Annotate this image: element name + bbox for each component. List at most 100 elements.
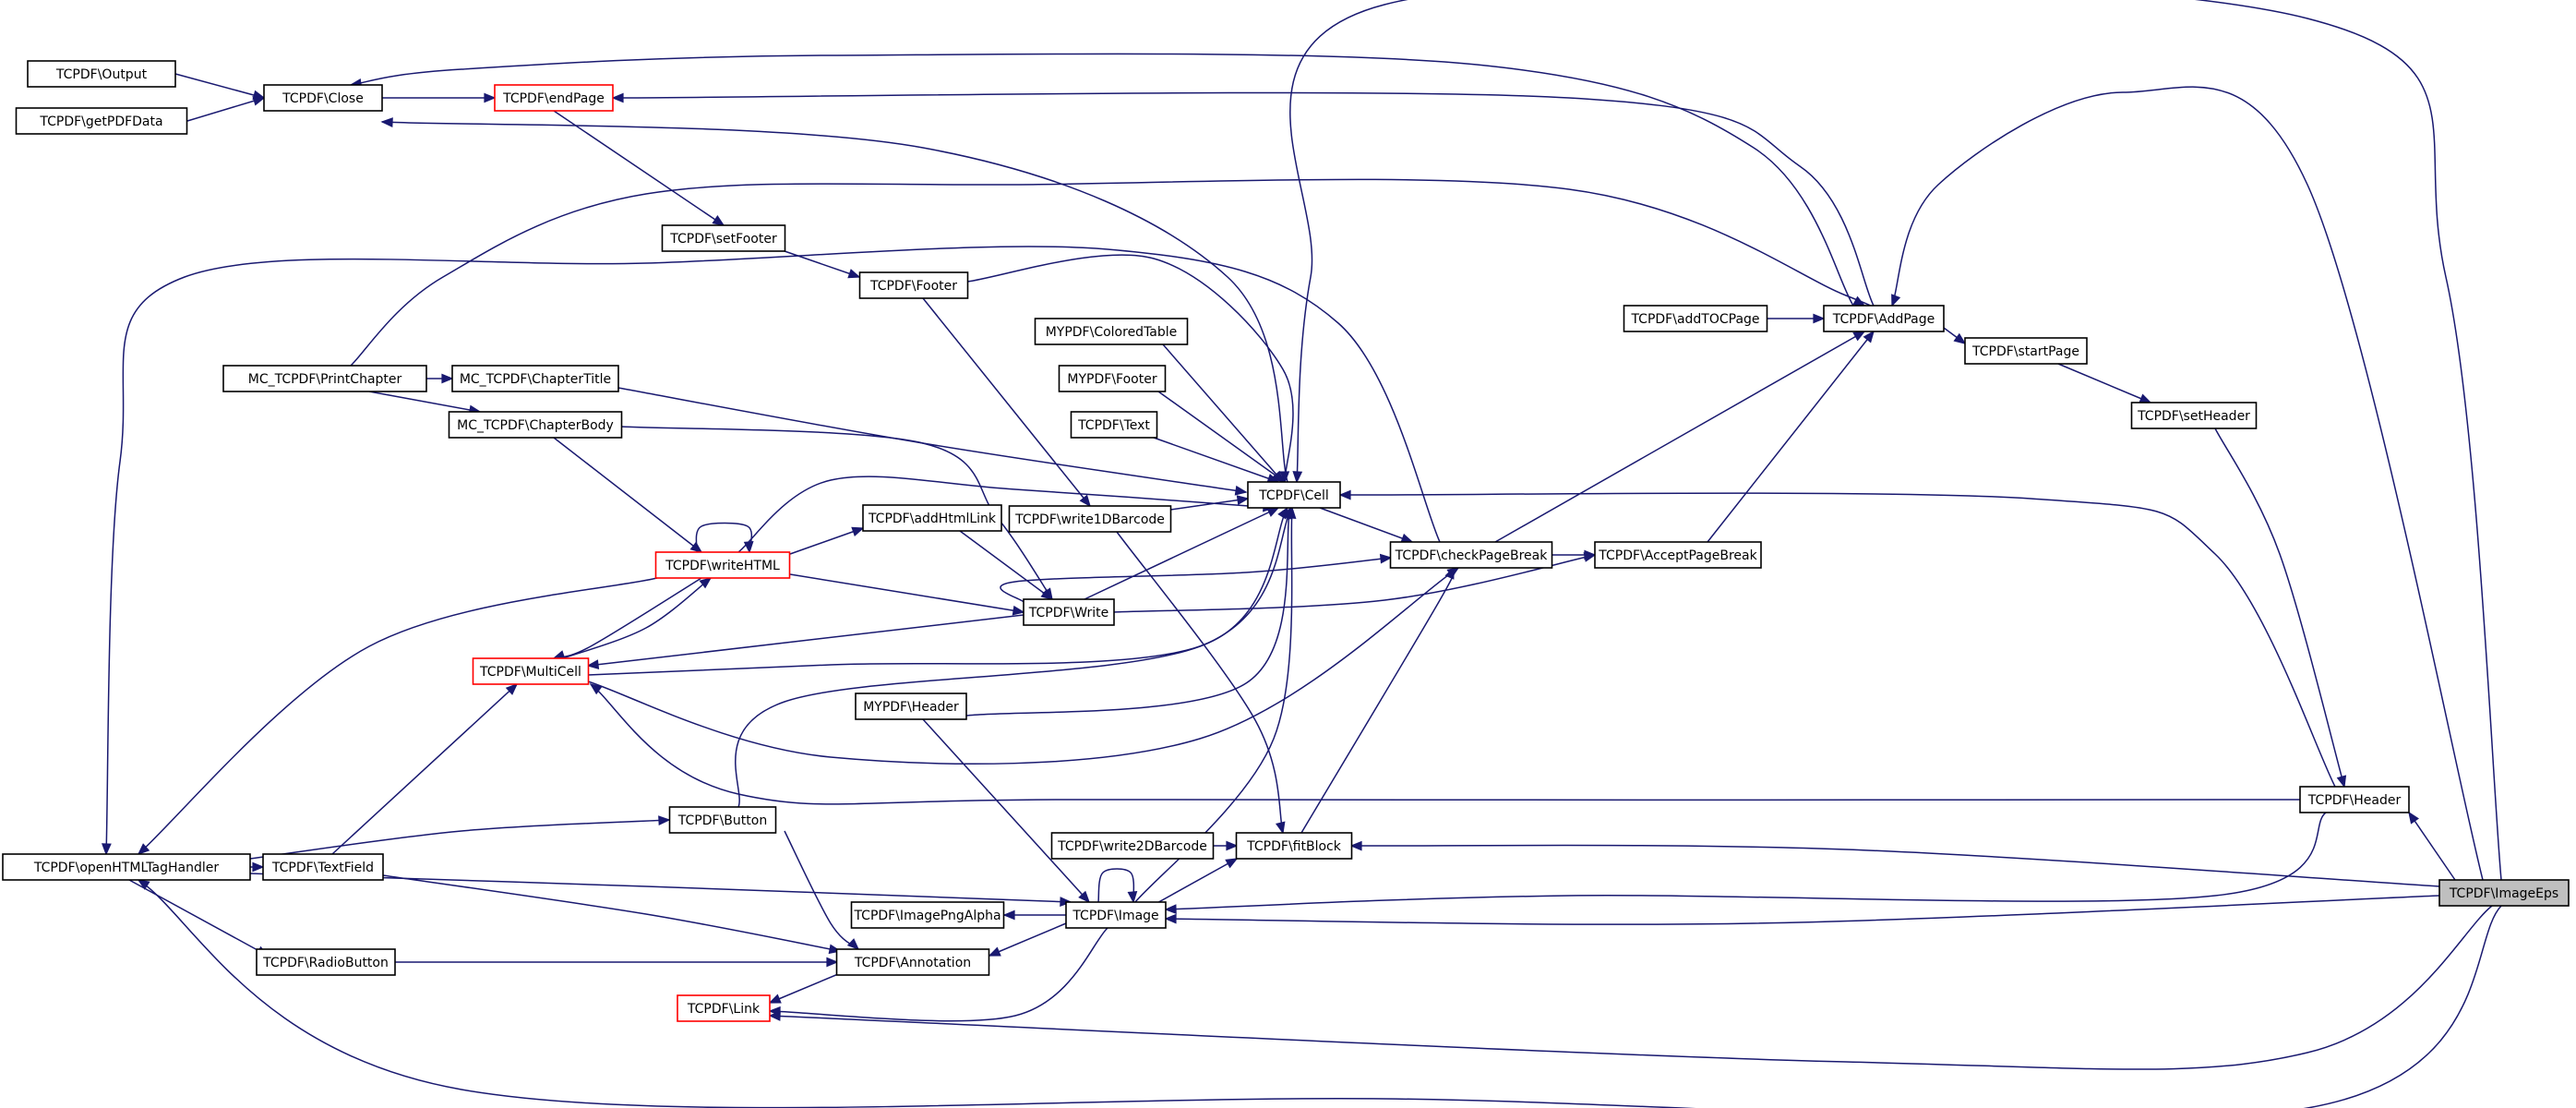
node-box xyxy=(1008,505,1172,533)
edge-header-to-multicell xyxy=(589,683,2301,805)
node-output[interactable]: TCPDF\Output xyxy=(27,60,176,88)
node-label: MYPDF\ColoredTable xyxy=(1046,325,1178,340)
edge-line xyxy=(553,437,702,553)
node-text[interactable]: TCPDF\Text xyxy=(1070,411,1158,439)
edge-multicell-to-cell xyxy=(587,506,1288,676)
node-label: MYPDF\Header xyxy=(863,700,959,715)
node-textfield[interactable]: TCPDF\TextField xyxy=(262,853,384,881)
node-label: TCPDF\RadioButton xyxy=(262,956,389,970)
edge-line xyxy=(590,683,2301,805)
edge-line xyxy=(1319,507,1413,543)
node-addtocpage[interactable]: TCPDF\addTOCPage xyxy=(1623,305,1768,332)
node-cell[interactable]: TCPDF\Cell xyxy=(1247,481,1341,509)
node-write1dbarcode[interactable]: TCPDF\write1DBarcode xyxy=(1008,505,1172,533)
edge-multicell-to-writehtml xyxy=(562,577,713,659)
arrowhead xyxy=(137,843,150,856)
node-mypdf_header[interactable]: MYPDF\Header xyxy=(855,692,967,720)
node-write[interactable]: TCPDF\Write xyxy=(1023,598,1115,626)
node-label: TCPDF\TextField xyxy=(271,861,374,875)
edge-writehtml-to-write xyxy=(789,573,1025,616)
node-label: TCPDF\fitBlock xyxy=(1246,839,1342,854)
node-addhtmllink[interactable]: TCPDF\addHtmlLink xyxy=(862,504,1002,532)
edge-mypdf_header-to-image xyxy=(922,718,1091,904)
node-button[interactable]: TCPDF\Button xyxy=(668,806,777,834)
arrowhead xyxy=(137,879,150,890)
node-label: TCPDF\AddPage xyxy=(1832,312,1935,327)
node-header[interactable]: TCPDF\Header xyxy=(2299,786,2410,813)
edge-addhtmllink-to-write xyxy=(959,530,1054,600)
node-acceptpagebreak[interactable]: TCPDF\AcceptPageBreak xyxy=(1594,541,1762,569)
edge-line xyxy=(965,507,1291,717)
edge-write-to-multicell xyxy=(586,614,1024,670)
node-footer[interactable]: TCPDF\Footer xyxy=(858,271,969,299)
edge-footer-to-write1dbarcode xyxy=(922,297,1091,508)
edge-header-to-cell xyxy=(1338,489,2336,788)
arrowhead xyxy=(768,994,782,1004)
edge-write1dbarcode-to-fitblock xyxy=(1116,531,1286,835)
node-imageeps[interactable]: TCPDF\ImageEps xyxy=(2438,879,2570,907)
node-mypdf_coloredtable[interactable]: MYPDF\ColoredTable xyxy=(1034,318,1189,345)
edge-line xyxy=(1165,895,2440,925)
node-fitblock[interactable]: TCPDF\fitBlock xyxy=(1235,832,1353,860)
edge-line xyxy=(138,577,658,855)
node-setfooter[interactable]: TCPDF\setFooter xyxy=(661,224,786,252)
node-annotation[interactable]: TCPDF\Annotation xyxy=(835,948,990,976)
node-link[interactable]: TCPDF\Link xyxy=(677,994,771,1022)
edge-line xyxy=(1339,492,2336,788)
edge-writehtml-to-addhtmllink xyxy=(789,526,865,555)
node-radiobutton[interactable]: TCPDF\RadioButton xyxy=(256,948,396,976)
node-imagepngalpha[interactable]: TCPDF\ImagePngAlpha xyxy=(850,901,1005,929)
edge-line xyxy=(922,718,1090,903)
edge-checkpagebreak-to-openhtmltaghandler xyxy=(102,246,1441,856)
edge-image-to-fitblock xyxy=(1153,858,1239,906)
edge-line xyxy=(769,905,2493,1070)
edge-line xyxy=(587,507,1288,676)
arrowhead xyxy=(846,938,860,951)
node-label: TCPDF\write2DBarcode xyxy=(1057,839,1207,854)
node-chapterbody[interactable]: MC_TCPDF\ChapterBody xyxy=(448,411,623,439)
node-image[interactable]: TCPDF\Image xyxy=(1065,901,1167,929)
edge-close-to-endpage xyxy=(382,92,497,103)
node-openhtmltaghandler[interactable]: TCPDF\openHTMLTagHandler xyxy=(2,853,251,881)
edge-line xyxy=(1157,391,1286,483)
node-box xyxy=(2299,786,2410,813)
edge-line xyxy=(1350,844,2440,887)
node-box xyxy=(1964,337,2088,365)
edge-line xyxy=(737,476,1275,553)
node-write2dbarcode[interactable]: TCPDF\write2DBarcode xyxy=(1050,832,1215,860)
node-addpage[interactable]: TCPDF\AddPage xyxy=(1823,305,1945,332)
node-box xyxy=(256,948,396,976)
edge-line xyxy=(1162,343,1284,483)
edge-line xyxy=(1153,437,1279,483)
node-chaptertitle[interactable]: MC_TCPDF\ChapterTitle xyxy=(451,365,619,392)
node-label: TCPDF\Close xyxy=(282,91,364,106)
node-startpage[interactable]: TCPDF\startPage xyxy=(1964,337,2088,365)
node-label: TCPDF\ImageEps xyxy=(2449,886,2558,901)
node-close[interactable]: TCPDF\Close xyxy=(263,84,383,112)
edge-write-to-checkpagebreak xyxy=(1000,553,1393,603)
arrowhead xyxy=(1863,330,1875,343)
edge-line xyxy=(735,507,1293,808)
arrowhead xyxy=(586,659,600,670)
node-multicell[interactable]: TCPDF\MultiCell xyxy=(472,657,590,685)
node-mypdf_footer[interactable]: MYPDF\Footer xyxy=(1058,365,1167,392)
node-label: TCPDF\Cell xyxy=(1258,488,1329,503)
node-checkpagebreak[interactable]: TCPDF\checkPageBreak xyxy=(1389,541,1553,569)
node-setheader[interactable]: TCPDF\setHeader xyxy=(2130,402,2258,429)
edge-line xyxy=(249,819,670,860)
node-box xyxy=(1235,832,1353,860)
edge-line xyxy=(587,614,1024,667)
node-getpdfdata[interactable]: TCPDF\getPDFData xyxy=(15,107,188,135)
edge-image-to-imagepngalpha xyxy=(1002,909,1066,921)
edge-multicell-to-checkpagebreak xyxy=(587,567,1460,765)
arrowhead xyxy=(441,373,454,384)
node-writehtml[interactable]: TCPDF\writeHTML xyxy=(654,551,791,579)
node-endpage[interactable]: TCPDF\endPage xyxy=(494,84,614,112)
edge-line xyxy=(769,927,1108,1022)
edge-header-to-image xyxy=(1164,812,2327,914)
node-printchapter[interactable]: MC_TCPDF\PrintChapter xyxy=(222,365,427,392)
edge-line xyxy=(1116,531,1284,834)
node-box xyxy=(835,948,990,976)
edge-line xyxy=(1153,858,1238,906)
arrowhead xyxy=(589,683,603,695)
